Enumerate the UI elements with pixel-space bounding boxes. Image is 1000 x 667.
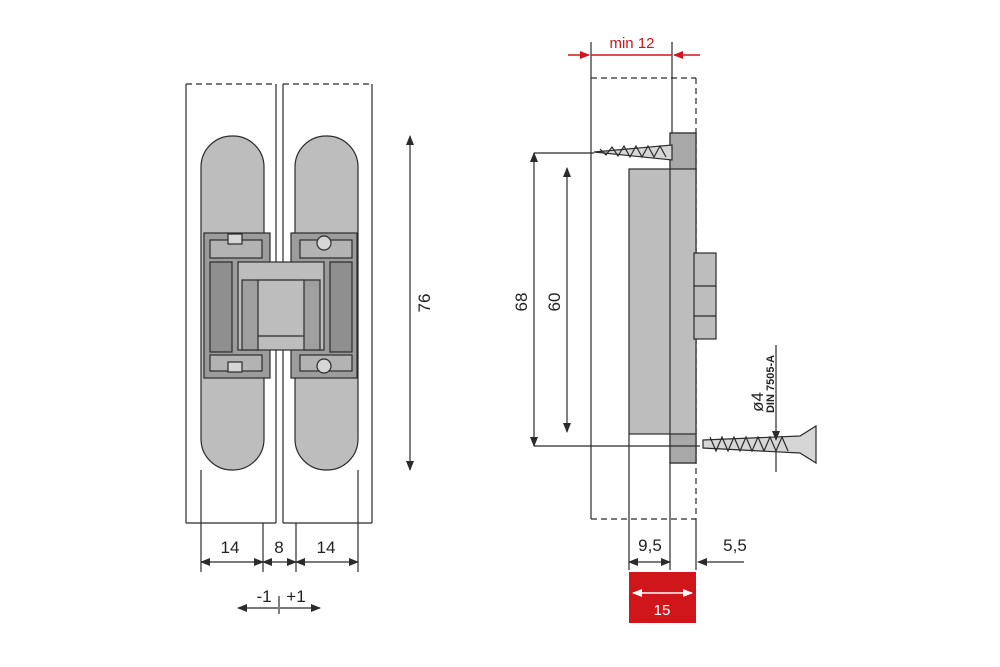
adjust-plus-label: +1 — [286, 587, 305, 606]
side-view — [530, 42, 817, 570]
min-depth-label: min 12 — [609, 35, 654, 52]
screw-spacing-label: 68 — [512, 293, 531, 312]
hinge-linkage-arm — [237, 261, 325, 351]
front-view — [185, 83, 414, 614]
gap-label: 8 — [274, 538, 283, 557]
screw-lower — [702, 424, 817, 465]
screw-upper — [593, 144, 673, 161]
hinge-side-body — [628, 132, 717, 464]
width-left-label: 14 — [221, 538, 240, 557]
screw-diameter-label: ø4 — [748, 392, 767, 412]
height-label: 76 — [415, 294, 434, 313]
screw-standard-label: DIN 7505-A — [765, 355, 777, 413]
body-height-label: 60 — [545, 293, 564, 312]
total-depth-label: 15 — [654, 602, 671, 619]
width-right-label: 14 — [317, 538, 336, 557]
total-depth-badge: 15 — [629, 572, 696, 623]
body-depth-label: 9,5 — [638, 536, 662, 555]
flange-label: 5,5 — [723, 536, 747, 555]
adjust-minus-label: -1 — [256, 587, 271, 606]
